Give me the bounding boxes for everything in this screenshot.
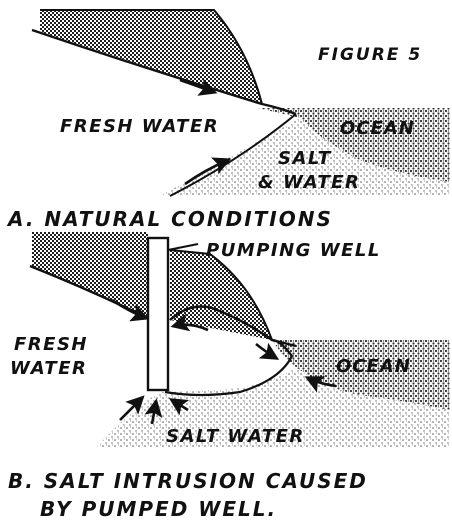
panel-b: PUMPING WELL FRESH WATER OCEAN SALT WATE… bbox=[8, 232, 450, 521]
land-top-edge-a bbox=[40, 9, 263, 105]
flow-arrow-b1 bbox=[111, 298, 150, 322]
land-b-left bbox=[32, 232, 148, 318]
salt-label-a-line1: SALT bbox=[278, 148, 332, 169]
salt-label-a-line2: & WATER bbox=[258, 172, 360, 193]
salt-water-label-b: SALT WATER bbox=[166, 426, 305, 447]
flow-arrow-b4 bbox=[304, 376, 337, 393]
flow-arrow-b2 bbox=[170, 313, 209, 332]
land-b-right bbox=[170, 250, 272, 340]
flow-arrow-b3 bbox=[255, 342, 280, 360]
fresh-water-label-a: FRESH WATER bbox=[60, 116, 219, 137]
interface-line-a bbox=[169, 113, 297, 197]
land-surface-line-b-right bbox=[169, 305, 297, 348]
intrusion-cone-b bbox=[164, 338, 294, 397]
caption-b-line2: BY PUMPED WELL. bbox=[40, 497, 277, 521]
pumping-well-label: PUMPING WELL bbox=[206, 240, 381, 261]
land-top-edge-b-right bbox=[169, 249, 273, 341]
salt-water-wedge-a bbox=[160, 118, 450, 196]
land-surface-line-a bbox=[31, 28, 297, 116]
flow-arrow-b6 bbox=[144, 398, 163, 425]
well-leader-line bbox=[167, 243, 199, 251]
caption-a: A. NATURAL CONDITIONS bbox=[6, 207, 333, 231]
flow-arrow-b5 bbox=[119, 395, 145, 421]
fresh-label-b-line1: FRESH bbox=[14, 334, 88, 355]
flow-arrow-b7 bbox=[168, 398, 190, 416]
ocean-label-a: OCEAN bbox=[340, 118, 415, 139]
figure-label: FIGURE 5 bbox=[318, 45, 422, 65]
land-a bbox=[40, 10, 262, 104]
flow-arrow-a2 bbox=[184, 157, 232, 186]
panel-a: FIGURE 5 FRESH WATER OCEAN SALT & WATER … bbox=[6, 9, 450, 231]
caption-b-line1: B. SALT INTRUSION CAUSED bbox=[8, 469, 368, 493]
flow-arrow-a1 bbox=[179, 78, 218, 96]
pumping-well bbox=[146, 236, 170, 392]
fresh-label-b-line2: WATER bbox=[10, 358, 87, 379]
ocean-area-a bbox=[258, 108, 450, 182]
ocean-area-b bbox=[272, 340, 450, 410]
ocean-label-b: OCEAN bbox=[336, 356, 411, 377]
